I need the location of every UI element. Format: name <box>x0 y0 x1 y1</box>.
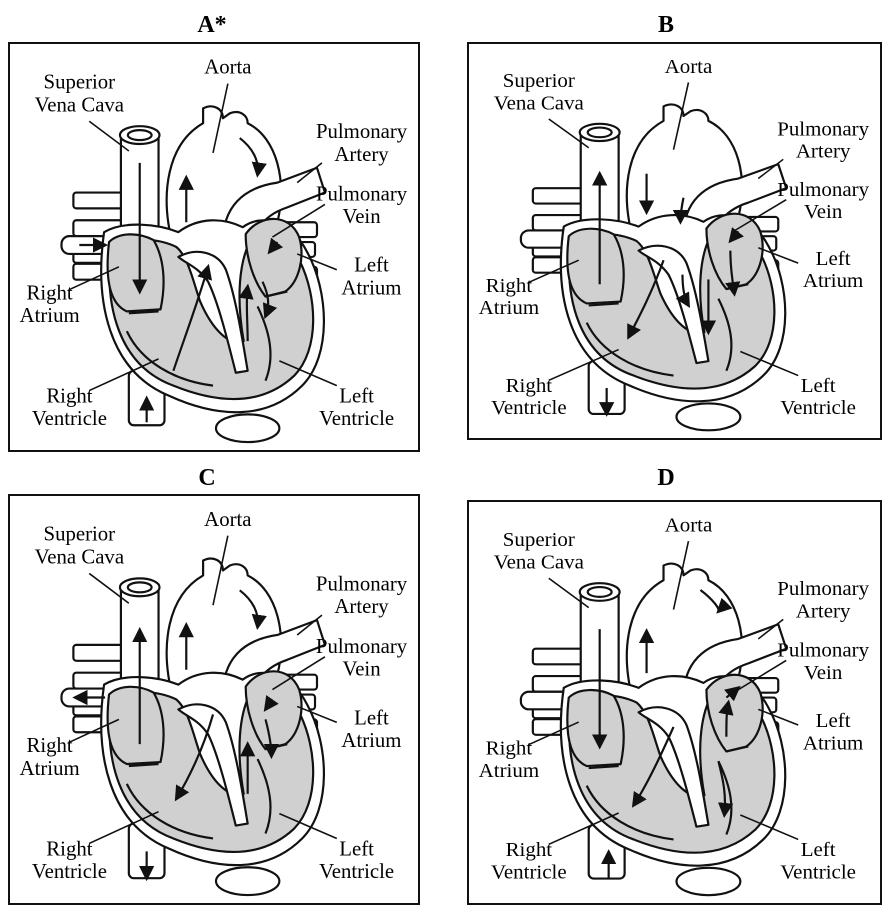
panel-b-title: B <box>636 12 696 39</box>
descending-aorta <box>676 868 740 895</box>
label-aorta: Aorta <box>204 56 251 79</box>
arrow-lv-up <box>247 287 248 341</box>
label-pulmonary-vein: PulmonaryVein <box>316 182 408 228</box>
right-atrium <box>567 690 623 766</box>
svc-lumen <box>588 587 612 597</box>
label-left-ventricle: LeftVentricle <box>319 836 394 883</box>
descending-aorta <box>676 403 740 430</box>
descending-aorta <box>216 867 279 895</box>
label-left-ventricle: LeftVentricle <box>780 839 856 883</box>
label-superior-vena-cava: SuperiorVena Cava <box>35 522 124 569</box>
panel-a-title: A* <box>182 12 242 39</box>
label-left-atrium: LeftAtrium <box>803 710 863 754</box>
label-pulmonary-artery: PulmonaryArtery <box>316 571 408 618</box>
svc-lumen <box>128 582 152 592</box>
right-atrium <box>108 687 164 764</box>
label-aorta: Aorta <box>204 507 251 531</box>
descending-aorta <box>216 414 279 442</box>
svc-lumen <box>588 128 612 138</box>
svc-lumen <box>128 130 152 140</box>
label-pulmonary-vein: PulmonaryVein <box>316 634 408 681</box>
label-aorta: Aorta <box>665 515 713 537</box>
right-atrium <box>108 234 164 311</box>
label-right-ventricle: RightVentricle <box>491 839 567 883</box>
right-atrium <box>567 229 623 304</box>
panel-c-title: C <box>177 465 237 492</box>
panel-d-title: D <box>636 465 696 492</box>
heart-diagram: AortaSuperiorVena CavaPulmonaryArteryPul… <box>10 44 418 450</box>
label-aorta: Aorta <box>665 56 713 78</box>
